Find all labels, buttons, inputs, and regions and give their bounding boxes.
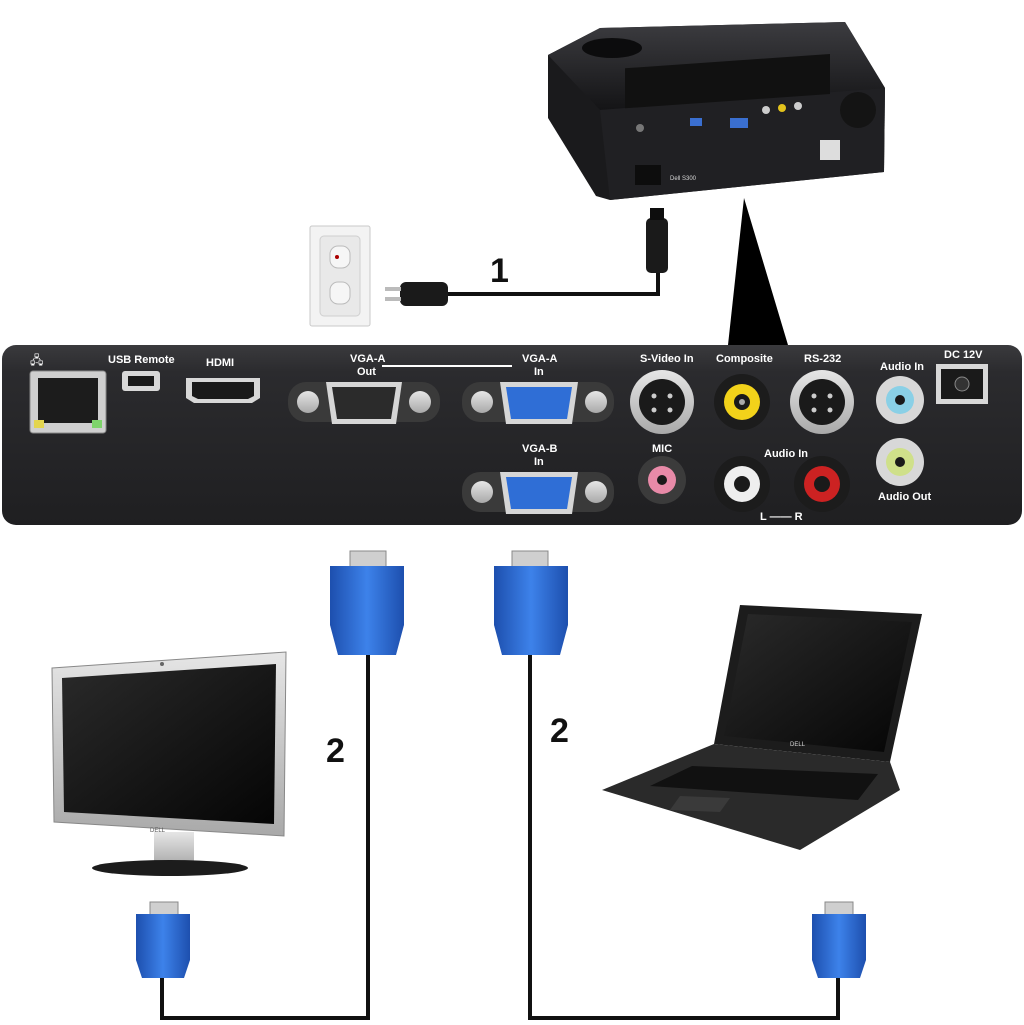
vga-cable-monitor: [160, 652, 370, 1020]
audio-out-label: Audio Out: [878, 491, 931, 503]
usb-remote-port[interactable]: [122, 371, 160, 391]
vga-b-in-port[interactable]: [462, 472, 614, 514]
rs232-label: RS-232: [804, 353, 841, 365]
mic-port[interactable]: [638, 456, 686, 504]
vga-connector-monitor-bottom: [136, 901, 190, 978]
vga-cable-laptop: [528, 652, 840, 1020]
callout-power-number: 1: [490, 252, 509, 290]
monitor: DELL: [51, 651, 287, 876]
vga-b-in-sublabel: In: [534, 456, 544, 468]
vga-connector-laptop-top: [494, 550, 568, 655]
callout-vga-laptop-number: 2: [550, 712, 569, 750]
composite-port[interactable]: [714, 374, 770, 430]
usb-remote-label: USB Remote: [108, 354, 175, 366]
vga-connector-monitor-top: [330, 550, 404, 655]
audio-in-top-label: Audio In: [880, 361, 924, 373]
vga-a-in-port[interactable]: [462, 382, 614, 424]
svideo-label: S-Video In: [640, 353, 694, 365]
monitor-logo: DELL: [150, 828, 166, 834]
network-icon: 🖧: [30, 353, 43, 367]
audio-in-lr-label: Audio In: [764, 448, 808, 460]
projector: Dell S300: [548, 22, 885, 200]
vga-a-out-port[interactable]: [288, 382, 440, 424]
audio-in-right-port[interactable]: [794, 456, 850, 512]
rs232-port[interactable]: [790, 370, 854, 434]
laptop-logo: DELL: [790, 742, 806, 748]
projector-model-label: Dell S300: [670, 176, 697, 182]
vga-a-in-sublabel: In: [534, 366, 544, 378]
vga-b-in-label: VGA-B: [522, 443, 558, 455]
rj45-port[interactable]: 🖧: [29, 353, 107, 434]
composite-label: Composite: [716, 353, 773, 365]
vga-a-out-sublabel: Out: [357, 366, 376, 378]
vga-a-in-label: VGA-A: [522, 353, 558, 365]
laptop: DELL: [602, 605, 922, 850]
mic-label: MIC: [652, 443, 672, 455]
audio-in-port[interactable]: [876, 376, 924, 424]
vga-connector-laptop-bottom: [812, 901, 866, 978]
callout-vga-monitor-number: 2: [326, 732, 345, 770]
hdmi-label: HDMI: [206, 357, 234, 369]
audio-in-left-port[interactable]: [714, 456, 770, 512]
dc12v-port[interactable]: [936, 364, 988, 404]
lr-label: L —— R: [760, 511, 803, 523]
audio-out-port[interactable]: [876, 438, 924, 486]
vga-a-out-label: VGA-A: [350, 353, 386, 365]
hdmi-port[interactable]: [186, 378, 260, 403]
callout-wedge: [728, 198, 788, 345]
dc12v-label: DC 12V: [944, 349, 983, 361]
wall-outlet: [309, 225, 371, 327]
power-cable: [385, 208, 668, 306]
svideo-port[interactable]: [630, 370, 694, 434]
